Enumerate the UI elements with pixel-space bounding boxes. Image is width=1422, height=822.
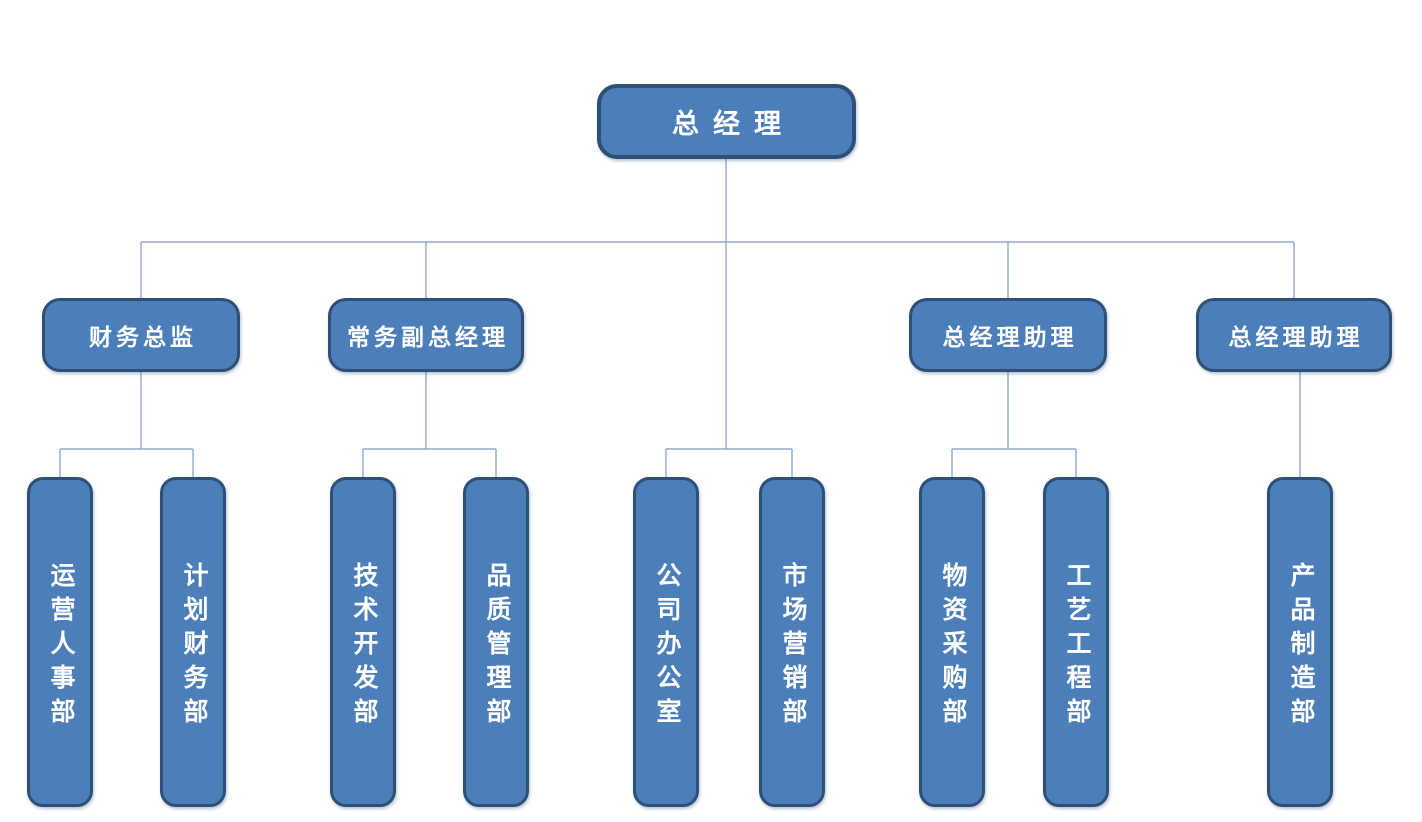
node-dept-tech-development: 技术开发部 [330, 477, 396, 807]
node-gm-assistant-2: 总经理助理 [1196, 298, 1392, 372]
node-label: 运营人事部 [47, 561, 74, 732]
node-dept-company-office: 公司办公室 [633, 477, 699, 807]
node-finance-director: 财务总监 [42, 298, 240, 372]
node-gm-assistant-1: 总经理助理 [909, 298, 1107, 372]
node-dept-planning-finance: 计划财务部 [160, 477, 226, 807]
node-label: 技术开发部 [350, 561, 377, 732]
node-executive-deputy-gm: 常务副总经理 [328, 298, 524, 372]
node-label: 总经理助理 [1228, 325, 1364, 350]
node-label: 总经理助理 [942, 325, 1078, 350]
node-general-manager: 总经理 [597, 84, 856, 159]
node-label: 物资采购部 [939, 561, 966, 732]
node-label: 总经理 [672, 109, 795, 139]
node-dept-process-engineering: 工艺工程部 [1043, 477, 1109, 807]
node-label: 品质管理部 [483, 561, 510, 732]
node-label: 公司办公室 [653, 561, 680, 732]
node-label: 计划财务部 [180, 561, 207, 732]
node-dept-quality-management: 品质管理部 [463, 477, 529, 807]
node-dept-materials-purchasing: 物资采购部 [919, 477, 985, 807]
node-label: 市场营销部 [779, 561, 806, 732]
node-dept-product-manufacturing: 产品制造部 [1267, 477, 1333, 807]
node-label: 工艺工程部 [1063, 561, 1090, 732]
node-label: 产品制造部 [1287, 561, 1314, 732]
node-dept-marketing: 市场营销部 [759, 477, 825, 807]
node-dept-operations-hr: 运营人事部 [27, 477, 93, 807]
node-label: 常务副总经理 [347, 325, 509, 350]
node-label: 财务总监 [89, 325, 197, 350]
